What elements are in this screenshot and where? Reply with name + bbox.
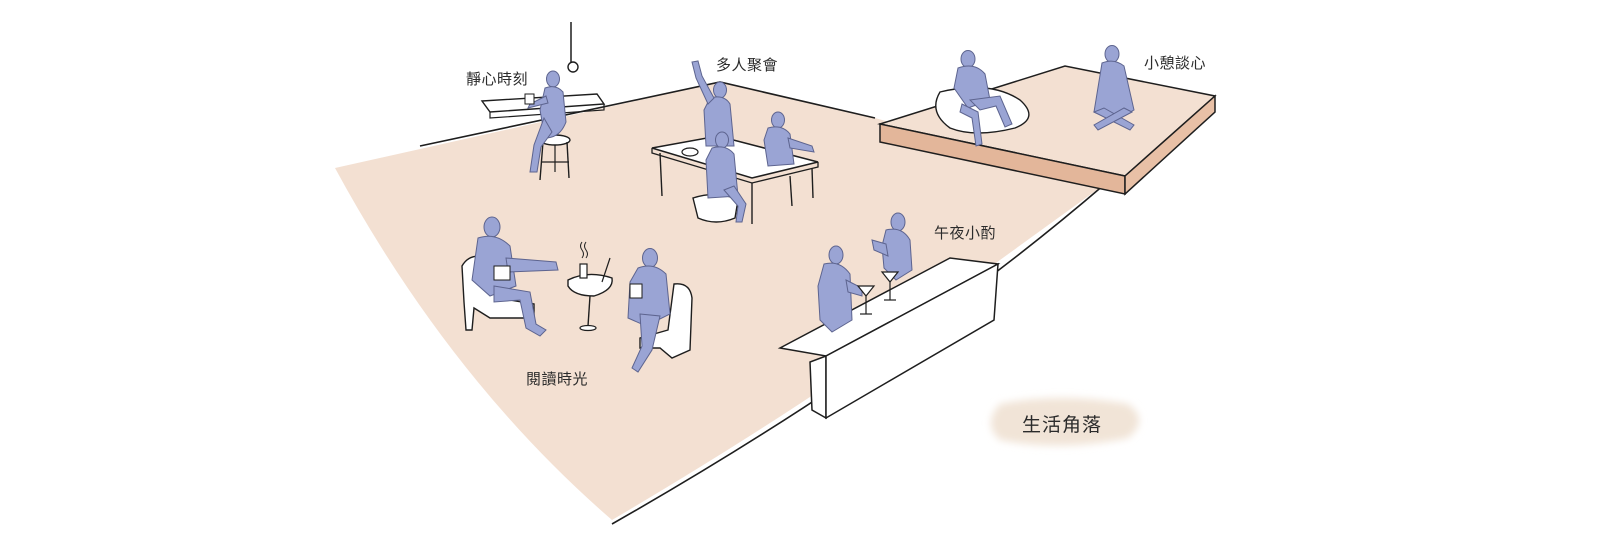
seated-person-figure	[705, 131, 747, 223]
reading-time-scene	[461, 216, 693, 373]
raised-platform	[877, 65, 1217, 196]
group-gathering-scene	[651, 60, 819, 224]
label-midnight-drink: 午夜小酌	[934, 224, 997, 242]
reading-person-figure	[524, 70, 567, 173]
label-rest-chat: 小憩談心	[1144, 54, 1207, 72]
main-floor	[335, 82, 1105, 520]
side-table-icon	[567, 241, 613, 332]
cocktail-glass-icon	[856, 271, 900, 315]
label-reading-time: 閱讀時光	[526, 370, 589, 388]
label-group-gathering: 多人聚會	[716, 56, 779, 74]
reading-person-left-figure	[471, 216, 559, 337]
reading-person-right-figure	[627, 248, 671, 373]
lounging-person-figure	[953, 50, 1013, 147]
drinking-person-front-figure	[817, 245, 863, 333]
label-quiet-moment: 靜心時刻	[466, 70, 529, 88]
midnight-drink-scene	[777, 212, 1001, 420]
waving-person-figure	[691, 60, 735, 147]
talking-person-figure	[763, 111, 815, 167]
quiet-moment-scene	[480, 70, 606, 181]
title-badge-shape	[991, 398, 1139, 446]
hanging-lamp-icon	[567, 22, 579, 73]
rest-chat-scene	[935, 45, 1135, 147]
label-life-corner: 生活角落	[1022, 414, 1103, 436]
crosslegged-person-figure	[1092, 45, 1135, 131]
